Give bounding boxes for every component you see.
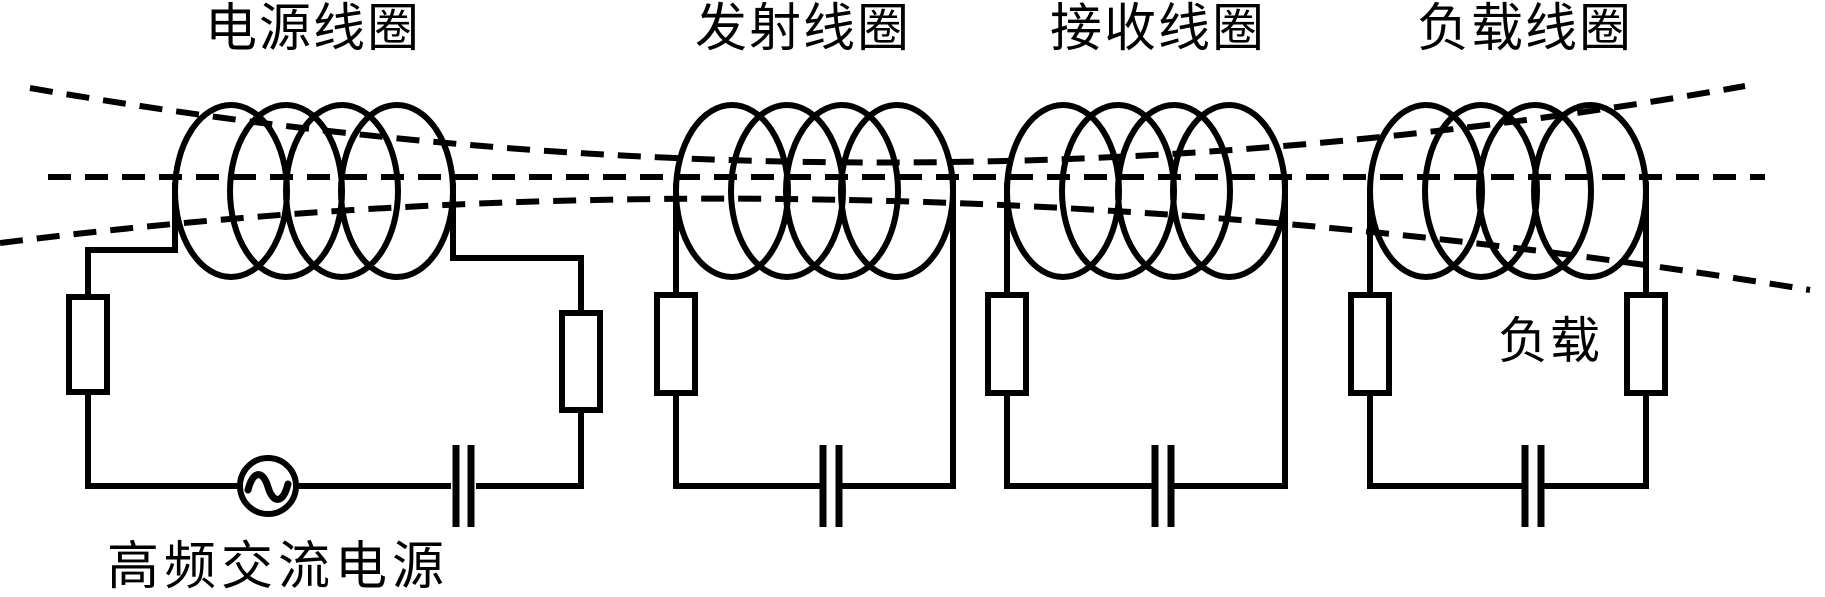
coil-turn xyxy=(1170,102,1288,280)
coil-turn xyxy=(338,102,456,280)
receive-coil-label: 接收线圈 xyxy=(1050,1,1266,58)
wire xyxy=(1542,182,1649,489)
wire xyxy=(85,183,243,489)
load-circuit xyxy=(1348,102,1668,527)
wire xyxy=(840,177,956,489)
transmit-coil-label: 发射线圈 xyxy=(695,1,911,58)
source-coil xyxy=(172,102,456,280)
coil-turn xyxy=(1531,102,1649,280)
load-coil-label: 负载线圈 xyxy=(1417,1,1633,58)
source-circuit xyxy=(66,102,603,527)
source-coil-label: 电源线圈 xyxy=(205,1,421,58)
wire xyxy=(1004,183,1154,489)
transmit-circuit xyxy=(654,102,956,527)
ac-source-label: 高频交流电源 xyxy=(107,539,449,596)
load-resistor xyxy=(1624,292,1668,396)
capacitor xyxy=(819,445,843,527)
resistor xyxy=(559,310,603,413)
ac-source-icon xyxy=(237,455,299,517)
coil-turn xyxy=(283,102,401,280)
coil-turn xyxy=(838,102,956,280)
receive-circuit xyxy=(985,102,1288,527)
resistor xyxy=(985,292,1029,396)
wire xyxy=(1367,187,1524,489)
load-label: 负载 xyxy=(1498,313,1602,369)
coil-turn xyxy=(783,102,901,280)
resistor xyxy=(1348,292,1392,396)
capacitor xyxy=(452,445,475,527)
capacitor xyxy=(1151,445,1175,527)
wire xyxy=(450,183,584,489)
resistor xyxy=(654,292,698,396)
coil-turn xyxy=(1476,102,1594,280)
resistor xyxy=(66,294,110,395)
sine-wave-icon xyxy=(244,471,292,503)
wire xyxy=(1172,177,1288,489)
receive-coil xyxy=(1004,102,1288,280)
coil-turn xyxy=(1115,102,1233,280)
transmit-coil xyxy=(673,102,956,280)
wire xyxy=(673,183,822,489)
load-coil xyxy=(1367,102,1649,280)
capacitor xyxy=(1521,445,1545,527)
flux-line-top xyxy=(29,83,1746,166)
